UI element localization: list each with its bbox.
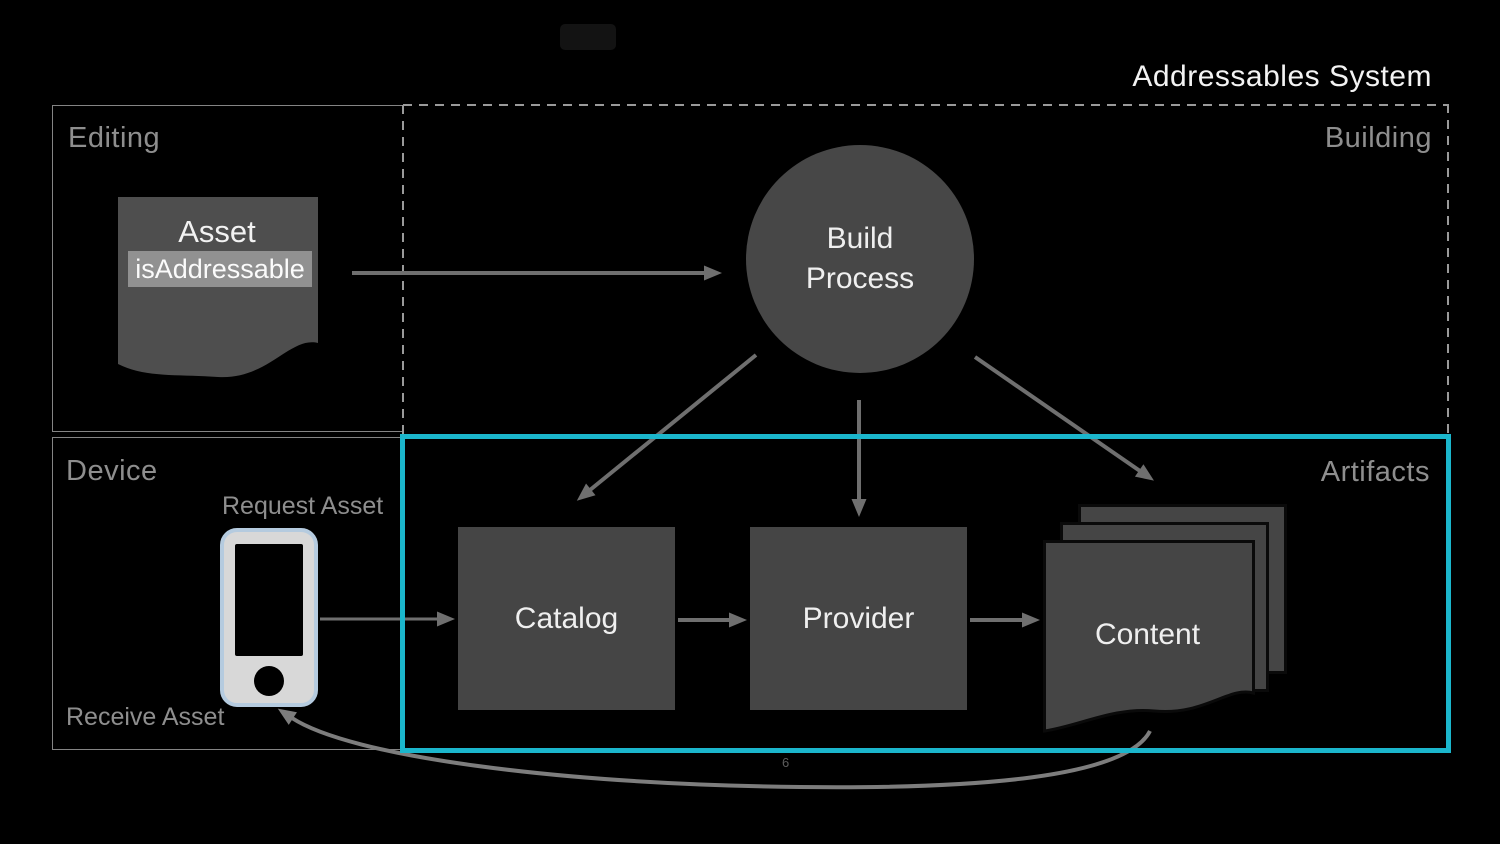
asset-property-badge: isAddressable	[128, 251, 312, 287]
device-label: Device	[66, 455, 158, 487]
catalog-node: Catalog	[458, 527, 675, 710]
asset-title: Asset	[178, 214, 256, 249]
content-label: Content	[1094, 618, 1201, 651]
smartphone-icon	[220, 528, 318, 707]
build-process-label: Build Process	[805, 222, 915, 295]
artifacts-label: Artifacts	[1320, 456, 1430, 488]
phone-home-button	[254, 666, 284, 696]
editing-label: Editing	[68, 122, 161, 154]
diagram-title: Addressables System	[1132, 60, 1432, 93]
request-asset-label: Request Asset	[222, 492, 384, 520]
page-number: 6	[782, 755, 790, 770]
arrow-content-to-device	[277, 708, 1152, 790]
phone-screen	[235, 544, 303, 656]
build-process-node: Build Process	[746, 145, 974, 373]
receive-asset-label: Receive Asset	[66, 703, 225, 731]
building-label: Building	[1324, 122, 1432, 154]
device-section	[52, 437, 403, 750]
arrow-build-to-catalog	[576, 353, 758, 501]
watermark-smudge	[560, 24, 616, 50]
asset-document-icon	[118, 197, 318, 378]
arrow-build-to-content	[973, 355, 1154, 481]
catalog-label: Catalog	[514, 601, 619, 635]
provider-node: Provider	[750, 527, 967, 710]
editing-section	[52, 105, 403, 432]
provider-label: Provider	[802, 601, 915, 635]
